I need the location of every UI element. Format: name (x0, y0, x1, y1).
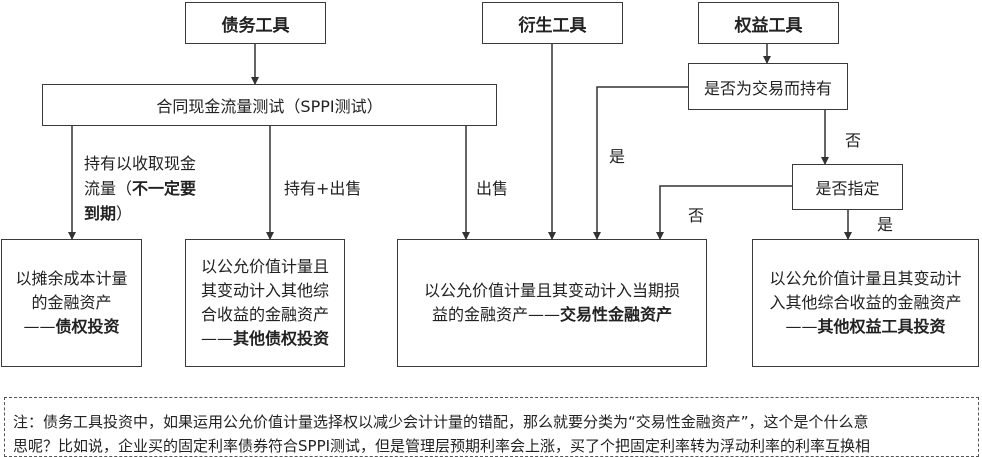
arrow-trading-yes (593, 86, 688, 240)
label-trading-yes: 是 (609, 147, 626, 166)
result-fvoci-equity: 以公允价值计量且其变动计 入其他综合收益的金融资产 ——其他权益工具投资 (752, 239, 979, 367)
footnote-line-2: 思呢？比如说，企业买的固定利率债券符合SPPI测试，但是管理层预期利率会上涨，买… (13, 437, 871, 455)
footnote-line-1: 注：债务工具投资中，如果运用公允价值计量选择权以减少会计计量的错配，那么就要分类… (13, 413, 869, 431)
header-debt-instrument: 债务工具 (185, 2, 326, 44)
label-hold-to-collect: 持有以收取现金 流量（不一定要 到期） (84, 154, 197, 223)
label-trading-no: 否 (845, 131, 862, 150)
connector-lines (68, 44, 852, 240)
result-amortized-cost: 以摊余成本计量 的金融资产 ——债权投资 (1, 239, 142, 367)
arrow-designated-no (656, 185, 792, 240)
result-fvtpl: 以公允价值计量且其变动计入当期损 益的金融资产——交易性金融资产 (397, 239, 707, 367)
header-derivative: 衍生工具 (482, 2, 623, 44)
footnote-box: 注：债务工具投资中，如果运用公允价值计量选择权以减少会计计量的错配，那么就要分类… (4, 397, 979, 457)
label-designated-yes: 是 (877, 215, 894, 234)
header-equity-instrument: 权益工具 (698, 2, 839, 44)
sppi-test-box: 合同现金流量测试（SPPI测试） (42, 84, 497, 126)
trading-check-box: 是否为交易而持有 (688, 63, 848, 110)
label-designated-no: 否 (688, 206, 705, 225)
result-fvoci-debt: 以公允价值计量且 其变动计入其他综 合收益的金融资产 ——其他债权投资 (185, 239, 345, 367)
label-hold-and-sell: 持有+出售 (284, 179, 362, 198)
label-sell: 出售 (476, 179, 509, 198)
designated-check-box: 是否指定 (792, 164, 903, 210)
